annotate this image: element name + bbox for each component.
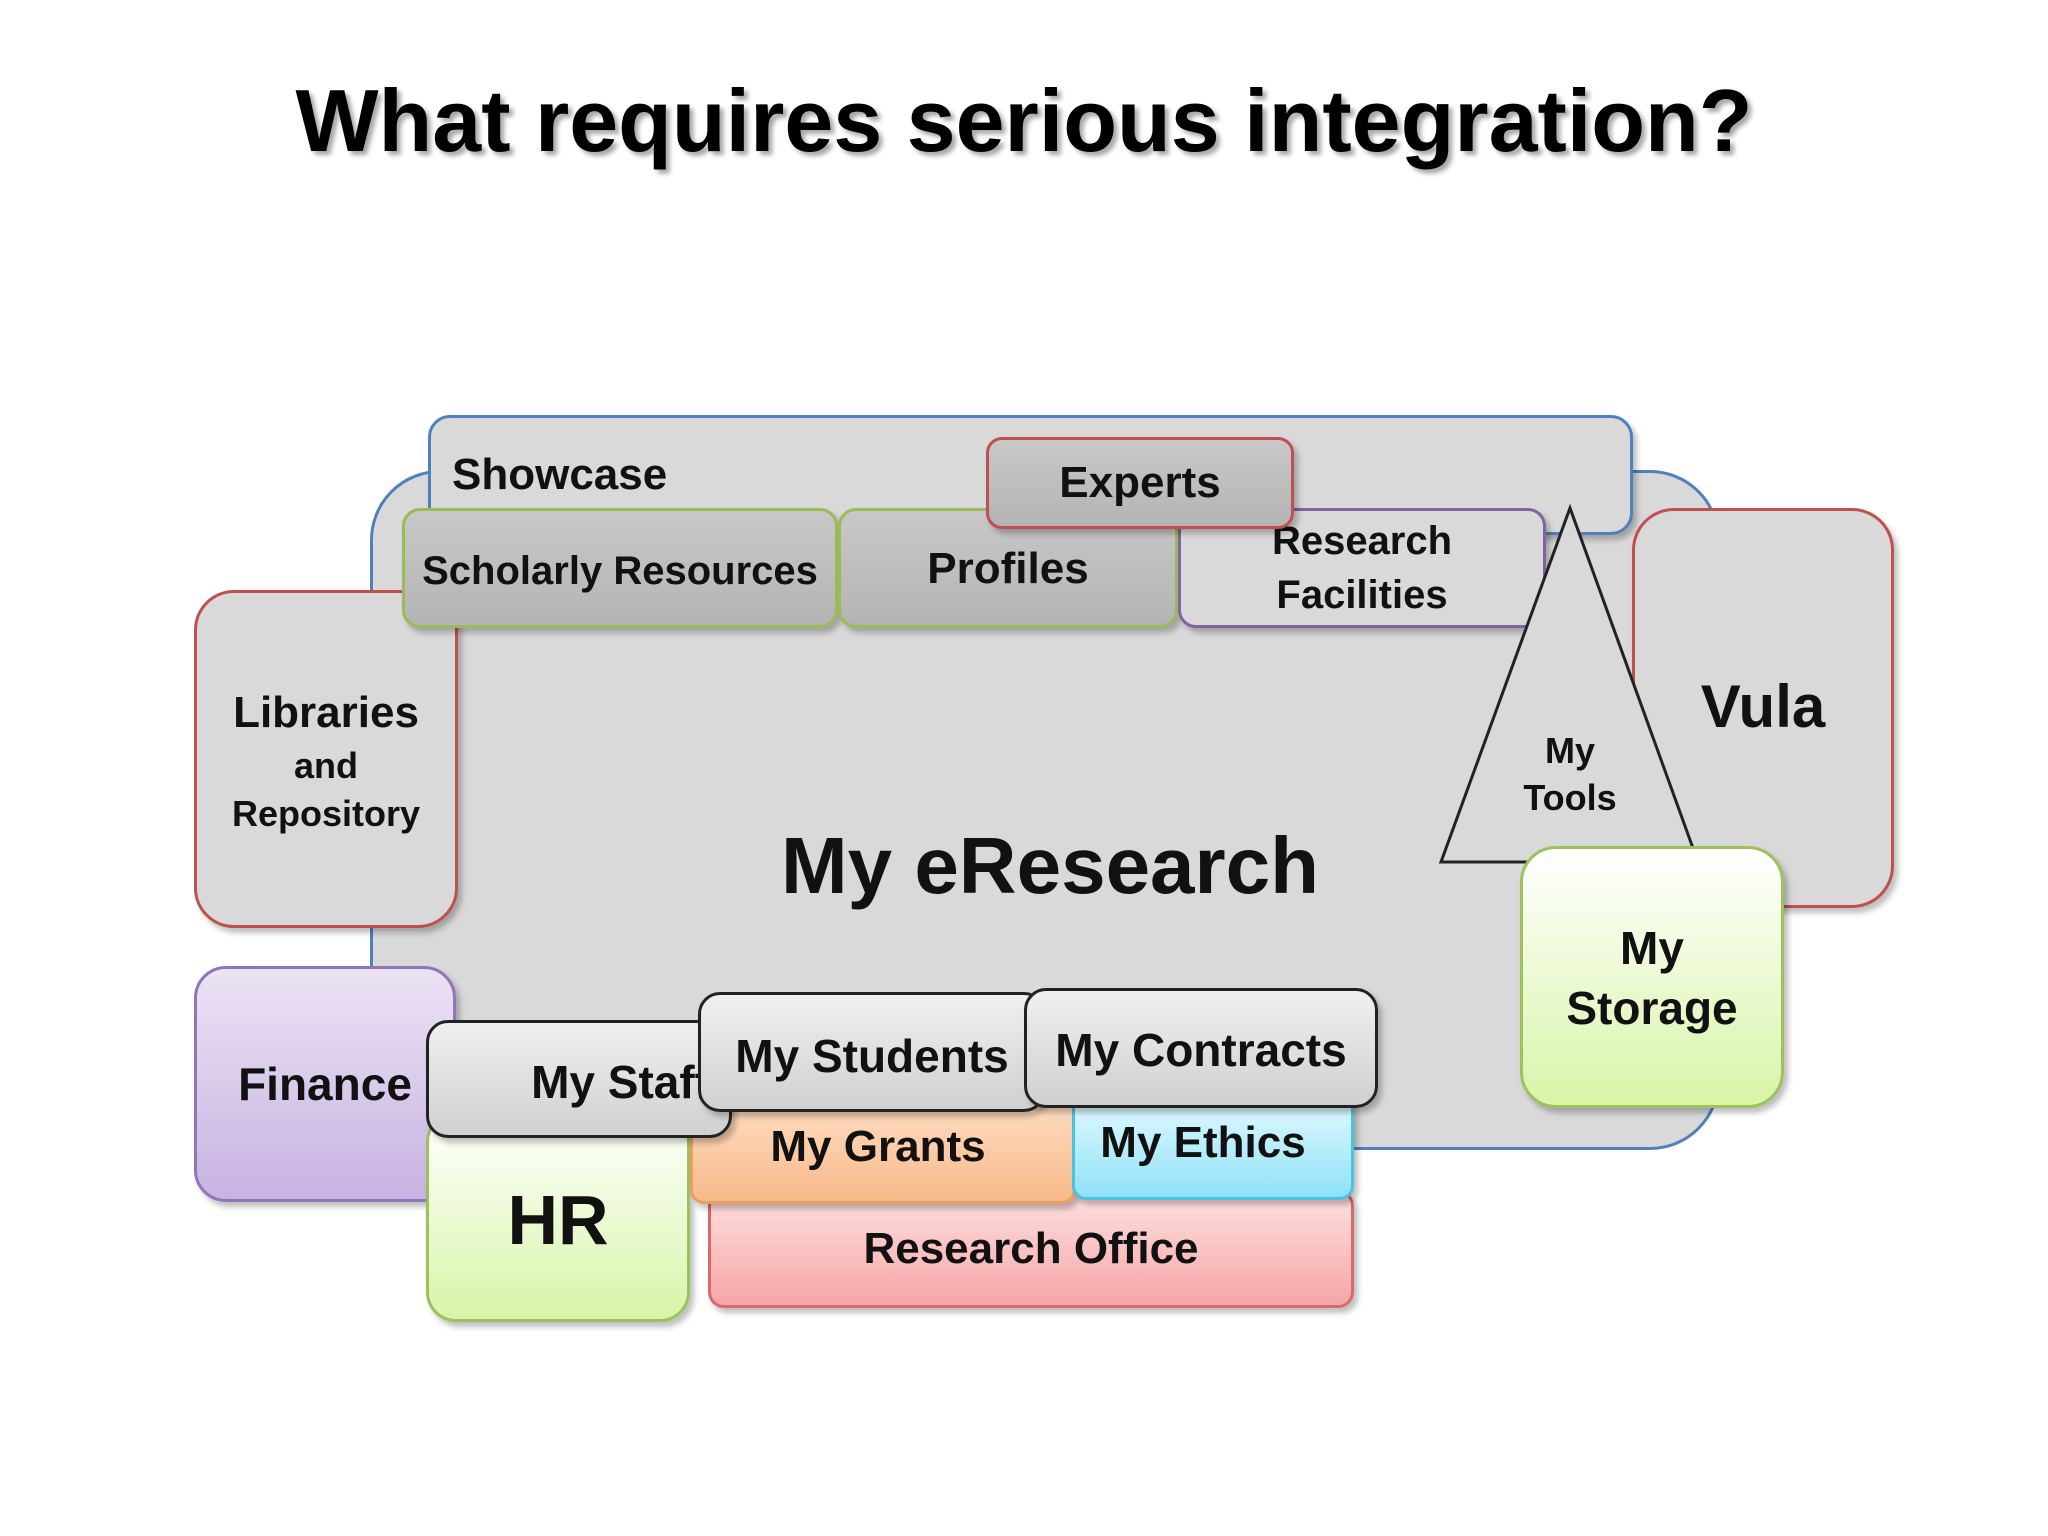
- research-facilities-label-line2: Facilities: [1276, 573, 1448, 617]
- profiles-label: Profiles: [927, 544, 1089, 593]
- my-contracts-tab: [1024, 988, 1378, 1108]
- research-office-label: Research Office: [863, 1224, 1199, 1273]
- my-students-label: My Students: [735, 1030, 1009, 1082]
- finance-label: Finance: [238, 1058, 412, 1110]
- experts-label: Experts: [1059, 458, 1221, 507]
- scholarly-resources-box: [402, 508, 838, 628]
- my-ethics-label: My Ethics: [1100, 1118, 1306, 1167]
- research-office-box: [708, 1190, 1354, 1308]
- libraries-box: [194, 590, 458, 928]
- my-storage-box: [1520, 846, 1784, 1108]
- slide-title: What requires serious integration?: [295, 71, 1753, 170]
- libraries-label-line2: and: [293, 745, 358, 786]
- my-tools-label-line2: Tools: [1523, 777, 1617, 818]
- my-staff-label: My Staff: [531, 1056, 710, 1108]
- showcase-label: Showcase: [452, 450, 668, 499]
- my-storage-label-line2: Storage: [1566, 982, 1738, 1034]
- my-students-tab: [698, 992, 1046, 1112]
- experts-box: [986, 437, 1294, 529]
- my-contracts-label: My Contracts: [1055, 1024, 1347, 1076]
- hr-label: HR: [507, 1181, 609, 1259]
- my-grants-label: My Grants: [770, 1122, 986, 1171]
- my-eresearch-label: My eResearch: [780, 821, 1320, 910]
- my-storage-label-line1: My: [1620, 922, 1684, 974]
- research-facilities-label-line1: Research: [1271, 519, 1453, 563]
- finance-box: [194, 966, 456, 1202]
- my-tools-label-line1: My: [1544, 730, 1595, 771]
- research-facilities-box: [1178, 508, 1546, 628]
- scholarly-resources-label: Scholarly Resources: [422, 549, 818, 593]
- vula-label: Vula: [1700, 673, 1826, 740]
- libraries-label-line1: Libraries: [233, 688, 419, 737]
- libraries-label-line3: Repository: [231, 793, 421, 834]
